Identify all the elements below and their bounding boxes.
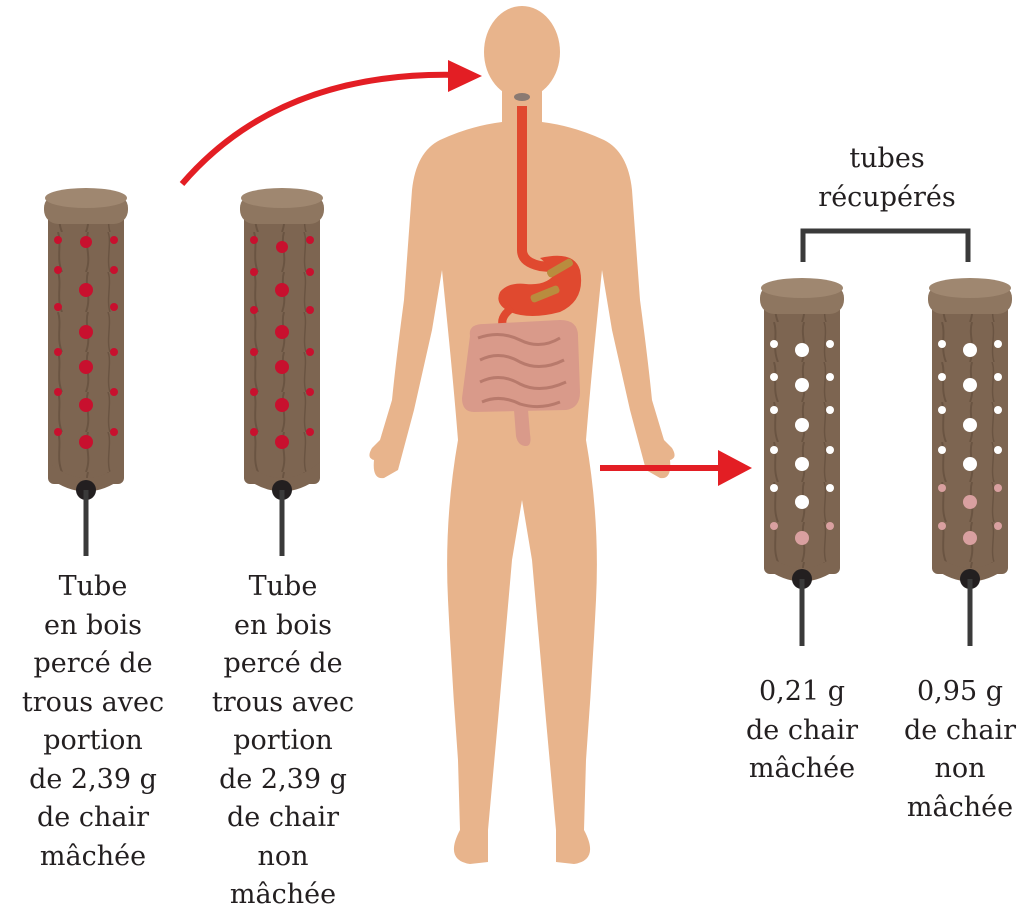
output-tube-chewed-label: 0,21 g de chair mâchée — [718, 673, 886, 789]
input-tube-chewed-label: Tube en bois percé de trous avec portion… — [0, 568, 186, 876]
arrow-out-of-body-head — [718, 450, 752, 486]
wooden-tube-icon — [44, 188, 128, 556]
arrow-into-mouth-head — [448, 60, 482, 92]
mouth-icon — [514, 93, 530, 101]
input-tube-unchewed-label: Tube en bois percé de trous avec portion… — [190, 568, 376, 915]
wooden-tube-icon — [928, 278, 1012, 646]
recovered-tubes-label: tubes récupérés — [780, 140, 994, 217]
wooden-tube-icon — [240, 188, 324, 556]
wooden-tube-icon — [760, 278, 844, 646]
bracket-icon — [803, 231, 968, 262]
output-tube-unchewed-label: 0,95 g de chair non mâchée — [888, 673, 1032, 827]
